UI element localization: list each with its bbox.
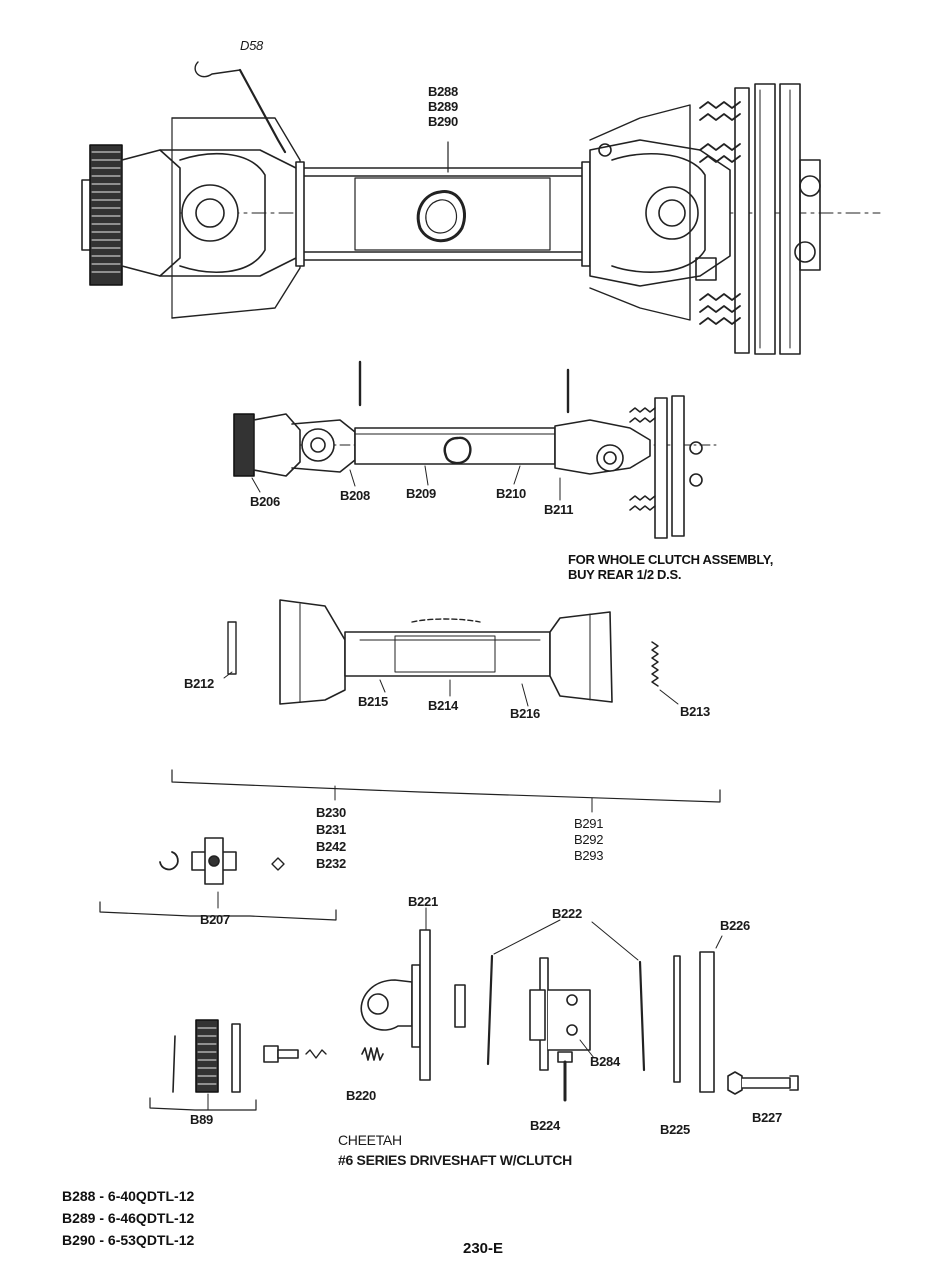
- clutch-exploded-parts: [149, 907, 799, 1111]
- label-b208: B208: [340, 488, 370, 503]
- label-d58: D58: [240, 38, 263, 53]
- label-b290: B290: [428, 114, 458, 129]
- label-b293: B293: [574, 848, 604, 863]
- label-b89: B89: [190, 1112, 213, 1127]
- label-b209: B209: [406, 486, 436, 501]
- label-b242: B242: [316, 839, 346, 854]
- driveshaft-halves-assembly: [233, 360, 721, 539]
- part-number-legend: B288 - 6-40QDTL-12 B289 - 6-46QDTL-12 B2…: [62, 1185, 194, 1251]
- label-b216: B216: [510, 706, 540, 721]
- label-b211: B211: [544, 502, 574, 517]
- shield-guard-assembly: [171, 599, 721, 813]
- label-b220: B220: [346, 1088, 376, 1103]
- label-stack-b230-b232: B230 B231 B242 B232: [316, 804, 346, 872]
- label-b288: B288: [428, 84, 458, 99]
- clutch-note-line2: BUY REAR 1/2 D.S.: [568, 567, 682, 582]
- label-b214: B214: [428, 698, 458, 713]
- label-b221: B221: [408, 894, 438, 909]
- label-b230: B230: [316, 805, 346, 820]
- clutch-assembly-note: FOR WHOLE CLUTCH ASSEMBLY, BUY REAR 1/2 …: [568, 552, 773, 582]
- label-b284: B284: [590, 1054, 620, 1069]
- clutch-note-line1: FOR WHOLE CLUTCH ASSEMBLY,: [568, 552, 774, 567]
- label-b207: B207: [200, 912, 230, 927]
- label-b227: B227: [752, 1110, 782, 1125]
- legend-row: B288 - 6-40QDTL-12: [62, 1188, 195, 1204]
- label-b225: B225: [660, 1122, 690, 1137]
- full-driveshaft-assembly: [81, 61, 881, 355]
- label-b231: B231: [316, 822, 346, 837]
- label-stack-b288-b290: B288 B289 B290: [428, 84, 458, 129]
- label-b292: B292: [574, 832, 604, 847]
- legend-row: B289 - 6-46QDTL-12: [62, 1210, 195, 1226]
- label-b206: B206: [250, 494, 280, 509]
- page-number: 230-E: [463, 1240, 504, 1257]
- label-b213: B213: [680, 704, 710, 719]
- cross-kit-b207: [99, 837, 337, 921]
- label-b291: B291: [574, 816, 604, 831]
- label-b224: B224: [530, 1118, 560, 1133]
- label-b222: B222: [552, 906, 582, 921]
- label-b232: B232: [316, 856, 346, 871]
- label-stack-b291-b293: B291 B292 B293: [574, 816, 603, 864]
- title-line1: CHEETAH: [338, 1132, 402, 1148]
- label-b289: B289: [428, 99, 458, 114]
- label-b215: B215: [358, 694, 388, 709]
- diagram-title: CHEETAH #6 SERIES DRIVESHAFT W/CLUTCH: [338, 1130, 572, 1170]
- label-b210: B210: [496, 486, 526, 501]
- label-b226: B226: [720, 918, 750, 933]
- legend-row: B290 - 6-53QDTL-12: [62, 1232, 195, 1248]
- title-line2: #6 SERIES DRIVESHAFT W/CLUTCH: [338, 1152, 572, 1168]
- label-b212: B212: [184, 676, 214, 691]
